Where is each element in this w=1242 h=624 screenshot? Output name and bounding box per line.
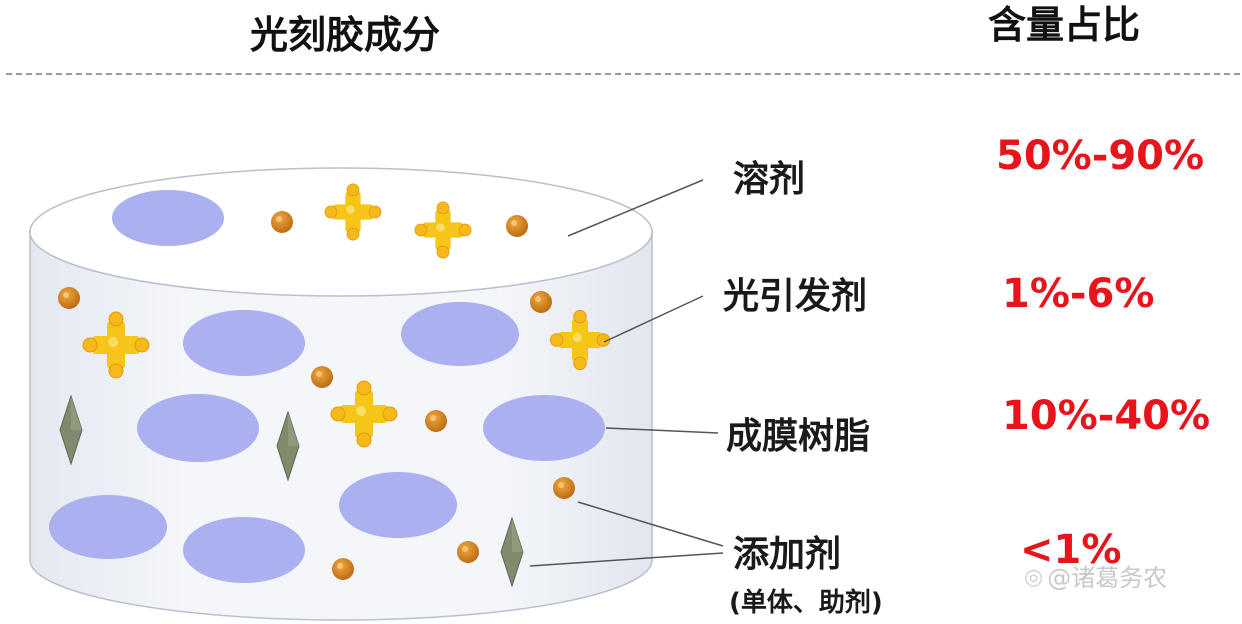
additive-dot	[332, 558, 354, 580]
label-solvent: 溶剂	[733, 162, 805, 198]
label-photoinitiator: 光引发剂	[723, 279, 867, 315]
additive-dot	[457, 541, 479, 563]
resin-ellipse	[112, 190, 224, 246]
additive-dot	[271, 211, 293, 233]
additive-dot	[530, 291, 552, 313]
additive-dot	[58, 287, 80, 309]
resin-ellipse	[183, 310, 305, 376]
watermark-text: @诸葛务农	[1047, 566, 1167, 590]
resin-ellipse	[49, 495, 167, 559]
additive-dot	[425, 410, 447, 432]
resin-ellipse	[183, 517, 305, 583]
additive-dot	[506, 215, 528, 237]
label-additive: 添加剂	[733, 537, 841, 573]
percent-solvent: 50%-90%	[996, 136, 1204, 176]
label-film-resin: 成膜树脂	[726, 419, 870, 455]
resin-ellipse	[137, 394, 259, 462]
percent-film-resin: 10%-40%	[1002, 396, 1210, 436]
additive-dot	[311, 366, 333, 388]
resin-ellipse	[483, 395, 605, 461]
weibo-style-logo-icon: ◎	[1024, 567, 1043, 589]
resin-ellipse	[339, 472, 457, 538]
additive-dot	[553, 477, 575, 499]
percent-photoinitiator: 1%-6%	[1002, 274, 1154, 314]
resin-ellipse	[401, 302, 519, 366]
watermark: ◎ @诸葛务农	[1024, 566, 1167, 590]
label-additive-note: (单体、助剂)	[729, 590, 883, 616]
